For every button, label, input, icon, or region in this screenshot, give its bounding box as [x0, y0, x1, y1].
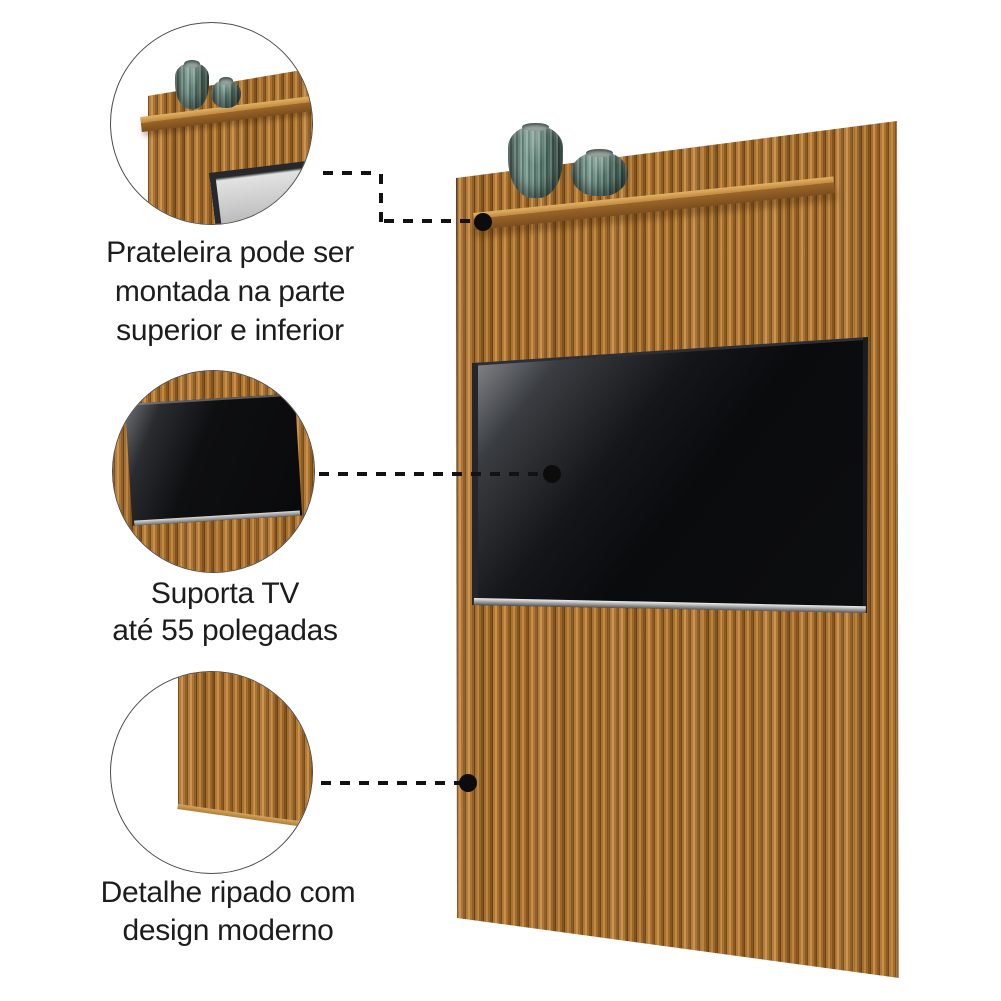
small-vase [571, 149, 628, 196]
callout-dot-tv [543, 465, 561, 483]
dashed-connector [384, 219, 476, 223]
caption-tv: Suporta TV até 55 polegadas [45, 575, 405, 649]
tv-bezel-right [863, 337, 868, 613]
caption-shelf: Prateleira pode ser montada na parte sup… [50, 233, 410, 350]
large-vase [508, 123, 563, 198]
small-vase [211, 77, 241, 108]
caption-line: Suporta TV [150, 577, 300, 610]
dashed-connector [323, 171, 380, 175]
caption-line: Prateleira pode ser [106, 236, 354, 269]
detail-circle-tv [112, 370, 315, 573]
panel-corner-detail [178, 672, 312, 824]
callout-dot-slats [459, 774, 477, 792]
large-vase [175, 60, 209, 109]
caption-line: Detalhe ripado com [100, 876, 356, 909]
tv-detail [125, 393, 303, 526]
caption-slats: Detalhe ripado com design moderno [48, 874, 408, 950]
dashed-connector [321, 781, 461, 785]
callout-dot-shelf [474, 213, 492, 231]
caption-line: design moderno [122, 914, 334, 947]
dashed-connector [319, 472, 545, 476]
caption-line: montada na parte [114, 275, 346, 308]
detail-circle-shelf [110, 22, 313, 225]
caption-line: superior e inferior [116, 314, 344, 347]
detail-circle-slats [110, 671, 313, 874]
tv-bezel-left [472, 363, 478, 605]
dashed-connector [379, 174, 383, 222]
caption-line: até 55 polegadas [112, 614, 338, 647]
